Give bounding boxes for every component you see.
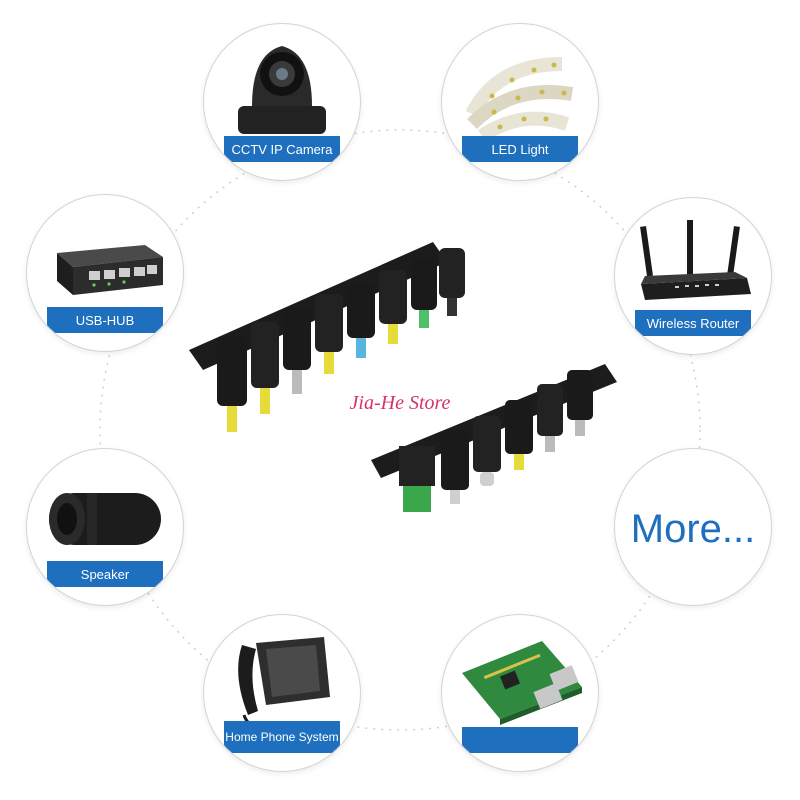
device-more: More... — [614, 448, 772, 606]
device-label: Home Phone System — [224, 721, 340, 753]
device-usb-hub: USB-HUB — [26, 194, 184, 352]
device-label — [462, 727, 578, 753]
device-cctv: CCTV IP Camera — [203, 23, 361, 181]
cctv-camera-icon — [238, 46, 326, 134]
device-led: LED Light — [441, 23, 599, 181]
device-label: LED Light — [462, 136, 578, 162]
device-phone: Home Phone System — [203, 614, 361, 772]
device-label: CCTV IP Camera — [224, 136, 340, 162]
network-switch-icon — [57, 245, 163, 295]
desk-phone-icon — [238, 637, 330, 729]
circuit-board-icon — [462, 641, 582, 725]
more-text: More... — [630, 507, 756, 551]
led-strip-icon — [465, 57, 574, 142]
speaker-icon — [49, 493, 161, 545]
device-router: Wireless Router — [614, 197, 772, 355]
store-watermark: Jia-He Store — [349, 392, 451, 414]
device-label: Wireless Router — [635, 310, 751, 336]
router-icon — [640, 220, 751, 300]
device-label: Speaker — [47, 561, 163, 587]
device-label: USB-HUB — [47, 307, 163, 333]
device-board — [441, 614, 599, 772]
device-speaker: Speaker — [26, 448, 184, 606]
adapter-tips-illustration — [189, 242, 617, 512]
